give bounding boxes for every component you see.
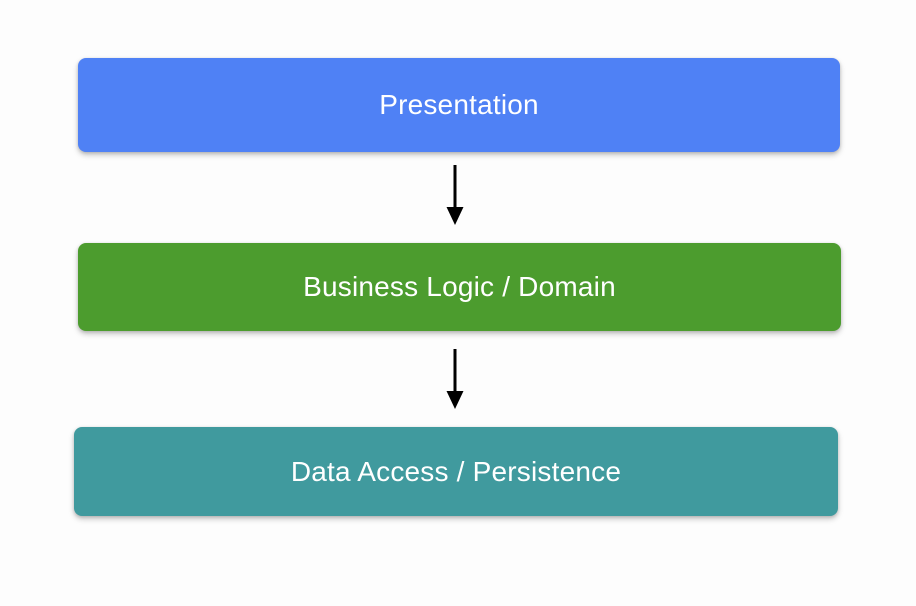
layer-box-data-access[interactable]: Data Access / Persistence [74, 427, 838, 516]
down-arrow-icon-business-to-data [430, 347, 480, 410]
layer-label-presentation: Presentation [379, 89, 539, 120]
layer-box-presentation[interactable]: Presentation [78, 58, 840, 152]
layer-box-business-logic[interactable]: Business Logic / Domain [78, 243, 841, 331]
layer-label-business-logic: Business Logic / Domain [303, 271, 616, 302]
down-arrow-icon-presentation-to-business [430, 163, 480, 226]
layer-label-data-access: Data Access / Persistence [290, 455, 622, 487]
